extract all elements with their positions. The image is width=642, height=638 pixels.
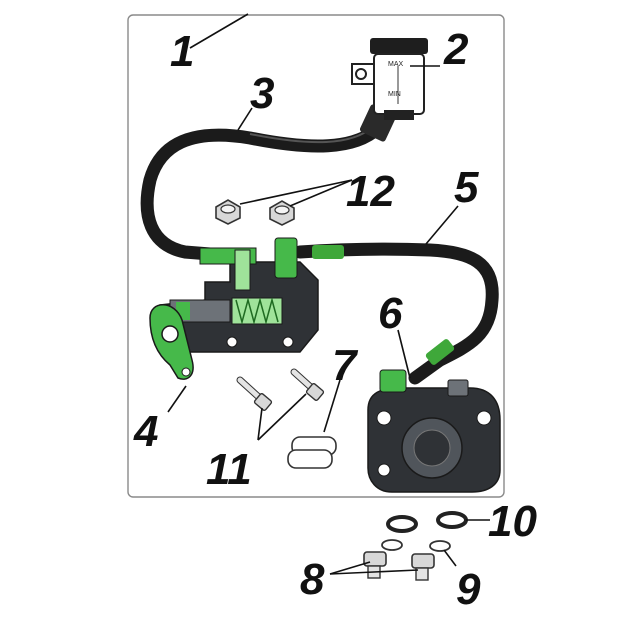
brake-hose [293,242,499,385]
brake-hose-fitting-upper [312,245,344,259]
master-cylinder [149,237,319,380]
reservoir-hose [140,121,385,261]
callout-4: 4 [133,407,158,456]
callout-1: 1 [170,27,194,76]
callout-2: 2 [443,25,469,74]
flange-nut-right [269,200,295,226]
callout-9: 9 [456,565,481,614]
banjo-bolt-right [411,553,435,581]
callout-10: 10 [488,497,537,546]
callout-11: 11 [206,445,252,494]
brake-caliper [367,369,501,493]
brake-hose-fitting-lower [425,339,455,365]
callout-3: 3 [250,69,274,118]
callout-12: 12 [346,167,395,216]
callout-7: 7 [332,341,359,390]
leader-12a [239,179,353,205]
leader-5 [425,205,459,245]
leader-7 [323,379,341,433]
leader-9 [443,549,457,567]
leader-4 [167,385,187,413]
leader-11a [257,407,263,441]
assembly-frame [127,14,505,498]
leader-1 [189,13,249,49]
sealing-washer-left [386,515,418,533]
leader-8b [329,569,419,575]
callout-5: 5 [454,163,479,212]
mounting-bolt-right [290,368,325,401]
brake-fluid-reservoir: MAX MIN [351,38,428,120]
flange-nut-left [215,199,241,225]
leader-3 [237,107,253,131]
leader-12b [289,179,353,207]
brake-pads [287,436,337,469]
callout-6: 6 [378,289,403,338]
banjo-bolt-left [363,551,387,579]
reservoir-min-label: MIN [388,91,401,98]
mounting-bolt-left [236,376,273,411]
flat-washer-left [381,539,403,551]
callout-8: 8 [300,555,325,604]
leader-8a [329,561,371,575]
leader-11b [257,393,307,441]
sealing-washer-right [436,511,468,529]
flat-washer-right [429,540,451,552]
leader-6 [397,329,411,379]
reservoir-max-label: MAX [388,61,404,68]
